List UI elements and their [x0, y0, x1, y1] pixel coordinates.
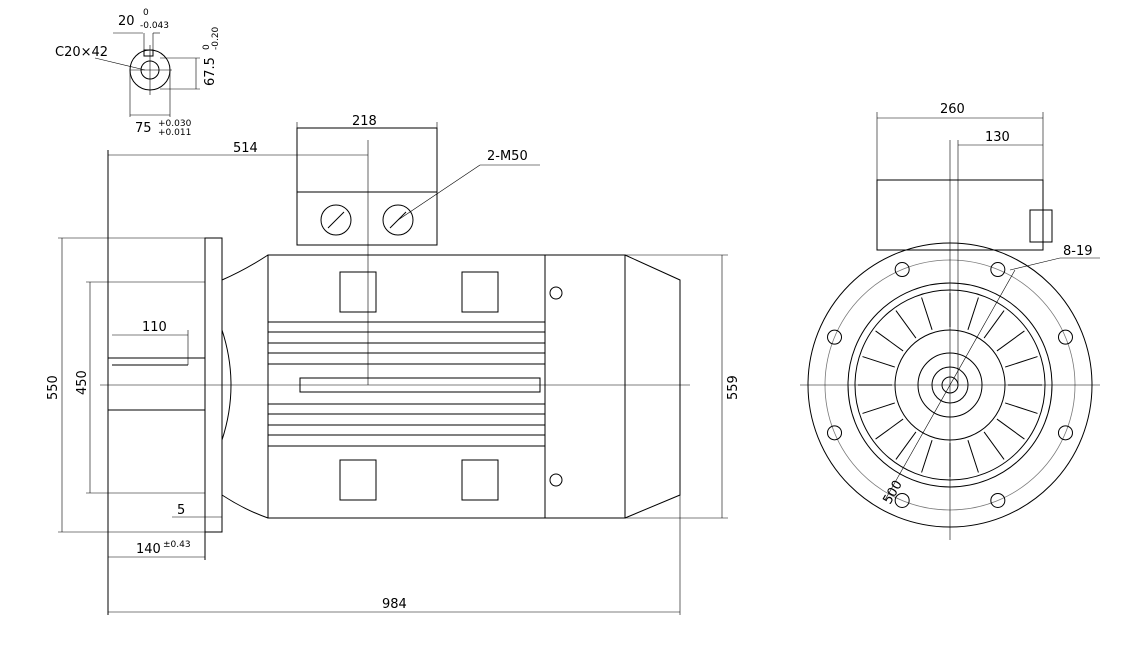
rib [1005, 356, 1038, 368]
bolt-hole [827, 425, 843, 441]
side-view: 218 514 2-M50 550 450 110 5 140 ±0.43 98… [46, 114, 741, 615]
shaft-flange-dim: 140 [136, 542, 161, 557]
holes-label: 8-19 [1063, 244, 1093, 259]
rib [967, 297, 979, 330]
bolt-hole [990, 492, 1006, 508]
bolt-hole [990, 262, 1006, 278]
rib [921, 297, 933, 330]
spigot-depth-dim: 5 [177, 503, 185, 518]
shaft-length-dim: 110 [142, 320, 167, 335]
rib [862, 402, 895, 414]
rib [921, 440, 933, 473]
terminal-box [296, 127, 438, 193]
tol: 0 [143, 8, 149, 18]
rib [996, 330, 1025, 352]
spigot-dia-dim: 450 [75, 370, 90, 395]
box-width-dim: 218 [352, 114, 377, 129]
fan-cover [544, 254, 626, 519]
end-box-half-dim: 130 [985, 130, 1010, 145]
rib [1005, 402, 1038, 414]
tol: +0.011 [158, 128, 191, 138]
rib [983, 310, 1005, 339]
rib [895, 310, 917, 339]
shaft [107, 357, 206, 411]
rib [875, 330, 904, 352]
bolt-hole [894, 492, 910, 508]
diameter-dim: 75 [135, 121, 152, 136]
key-label: C20×42 [55, 45, 108, 60]
overall-length-dim: 984 [382, 597, 407, 612]
rib [967, 440, 979, 473]
tol: ±0.43 [163, 540, 191, 550]
tol: -0.20 [211, 26, 221, 50]
rib [996, 418, 1025, 440]
rib [983, 431, 1005, 460]
bolt-hole [894, 262, 910, 278]
flange-dia-dim: 550 [46, 375, 61, 400]
end-view: 260 130 8-19 500 [800, 102, 1100, 540]
tol: +0.030 [158, 119, 192, 129]
tol: -0.043 [140, 21, 169, 31]
motor-body [267, 254, 546, 519]
pcd-dim: 500 [880, 478, 905, 507]
rib [895, 431, 917, 460]
key-width-dim: 20 [118, 14, 135, 29]
end-terminal-box [876, 179, 1044, 251]
body-height-dim: 559 [726, 375, 741, 400]
end-box-width-dim: 260 [940, 102, 965, 117]
bolt-hole [1057, 425, 1073, 441]
rib [875, 418, 904, 440]
rib [862, 356, 895, 368]
cable-entries-label: 2-M50 [487, 149, 528, 164]
shaft-section: 20 0 -0.043 C20×42 67.5 0 -0.20 75 +0.03… [55, 8, 221, 138]
bolt-hole [827, 329, 843, 345]
box-offset-dim: 514 [233, 141, 258, 156]
key-depth-dim: 67.5 [203, 57, 218, 86]
tol: 0 [202, 44, 212, 50]
bolt-hole [1057, 329, 1073, 345]
